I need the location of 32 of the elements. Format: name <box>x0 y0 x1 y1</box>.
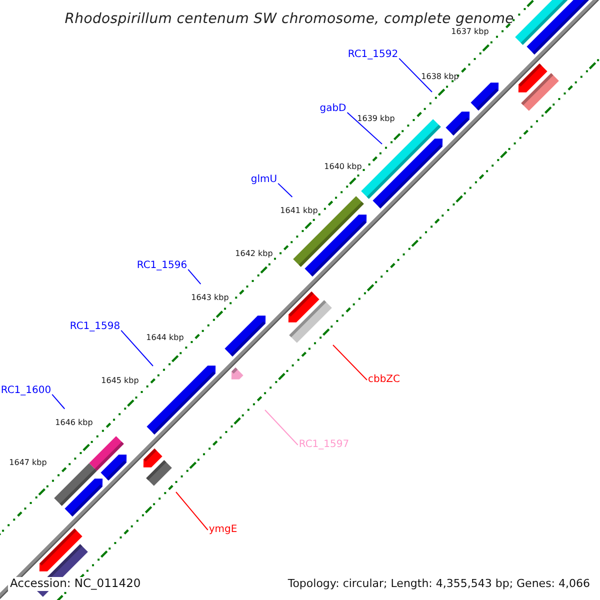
gene-label: RC1_1596 <box>136 260 188 272</box>
leader-line <box>52 394 66 410</box>
gene-label: ymgE <box>208 524 238 536</box>
accession-text: Accession: NC_011420 <box>8 577 143 591</box>
scale-label: 1637 kbp <box>451 27 489 37</box>
scale-label: 1644 kbp <box>146 333 184 343</box>
title: Rhodospirillum centenum SW chromosome, complete genome <box>64 10 514 28</box>
leader-line <box>176 492 208 530</box>
scale-label: 1638 kbp <box>421 72 459 82</box>
leader-line <box>120 330 154 366</box>
gene-label: gabD <box>320 103 346 115</box>
gene-label: RC1_1598 <box>70 321 120 333</box>
scale-label: 1643 kbp <box>191 293 229 303</box>
scale-label: 1646 kbp <box>55 418 93 428</box>
gene-label: glmU <box>250 174 278 186</box>
scale-label: 1639 kbp <box>357 114 395 124</box>
scale-label: 1640 kbp <box>324 162 362 172</box>
gene-label: RC1_1600 <box>0 385 52 397</box>
gene-label: cbbZC <box>368 374 400 386</box>
scale-label: 1645 kbp <box>101 376 139 386</box>
leader-line <box>398 58 432 92</box>
gene-label: RC1_1597 <box>298 439 350 451</box>
leader-line <box>188 268 202 285</box>
gene-label: RC1_1592 <box>348 49 398 61</box>
scale-label: 1647 kbp <box>9 458 47 468</box>
leader-line <box>332 344 368 380</box>
leader-line <box>346 112 382 144</box>
scale-label: 1641 kbp <box>280 206 318 216</box>
leader-line <box>264 410 298 446</box>
genome-info-text: Topology: circular; Length: 4,355,543 bp; Genes: 4,066 <box>286 578 592 590</box>
scale-label: 1642 kbp <box>235 249 273 259</box>
leader-line <box>278 182 293 198</box>
